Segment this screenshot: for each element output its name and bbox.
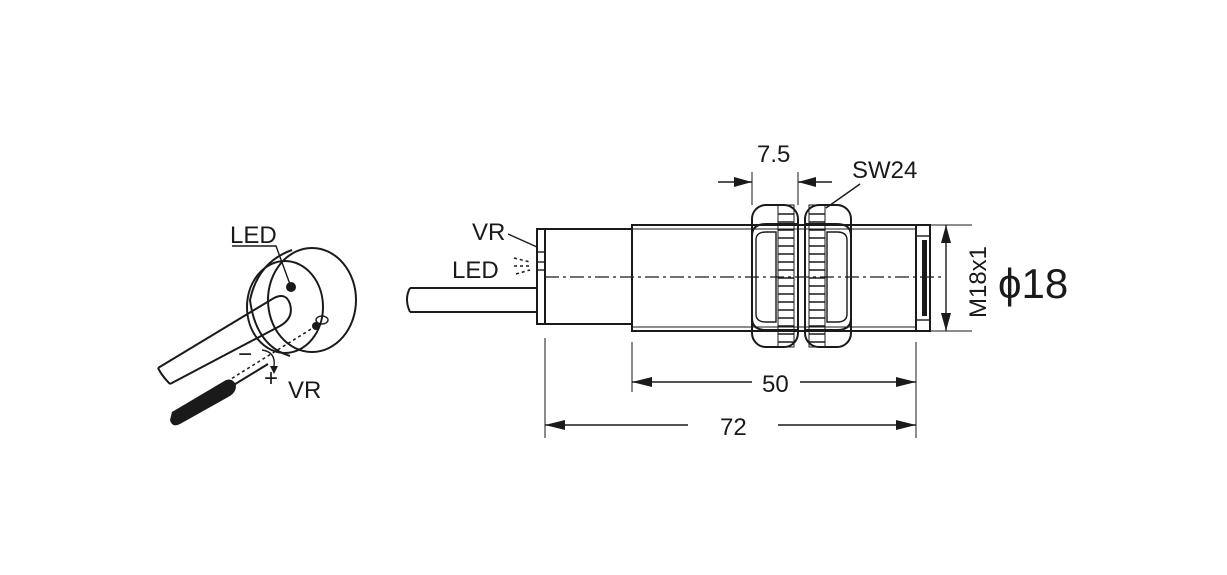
wrench-size-label: SW24 bbox=[852, 157, 917, 184]
cable-end bbox=[157, 367, 171, 385]
plus-sign: + bbox=[264, 365, 278, 392]
nut-left bbox=[751, 204, 799, 348]
arrow-icon bbox=[545, 420, 565, 430]
rear-body bbox=[545, 228, 632, 325]
front-face bbox=[915, 224, 931, 332]
arrow-icon bbox=[896, 377, 916, 387]
led-leader bbox=[232, 245, 292, 288]
cable-break bbox=[406, 287, 411, 313]
rotation-arrow-icon bbox=[270, 366, 278, 374]
screwdriver-shaft bbox=[231, 363, 269, 387]
side-led-label: LED bbox=[452, 257, 499, 284]
left-vr-label: VR bbox=[288, 377, 321, 404]
arrow-icon bbox=[941, 313, 951, 331]
threaded-body bbox=[631, 224, 917, 332]
arrow-icon bbox=[941, 225, 951, 243]
thread-label: M18x1 bbox=[965, 246, 992, 318]
side-view: VR LED 7.5 SW24 M18x1 ϕ18 50 bbox=[406, 141, 1068, 441]
arrow-icon bbox=[896, 420, 916, 430]
side-vr-label: VR bbox=[472, 219, 505, 246]
nut-width-dim: 7.5 bbox=[757, 141, 790, 168]
vr-leader bbox=[507, 233, 538, 248]
arrow-icon bbox=[734, 177, 752, 187]
arrow-icon bbox=[632, 377, 652, 387]
screwdriver-icon bbox=[170, 379, 236, 426]
rotation-arc bbox=[261, 349, 275, 367]
vr-knob bbox=[315, 315, 329, 325]
minus-sign: − bbox=[238, 341, 252, 368]
diameter-label: ϕ18 bbox=[998, 260, 1068, 307]
head-face bbox=[248, 249, 293, 357]
head-rim bbox=[267, 247, 357, 353]
rear-cap bbox=[536, 228, 546, 325]
head-face-outline bbox=[246, 260, 324, 354]
body-length-dim: 50 bbox=[762, 371, 789, 398]
perspective-view: LED − + VR bbox=[157, 222, 357, 426]
total-length-dim: 72 bbox=[720, 414, 747, 441]
arrow-icon bbox=[798, 177, 816, 187]
led-rays-icon bbox=[513, 257, 531, 275]
wrench-leader bbox=[825, 183, 861, 209]
left-led-label: LED bbox=[230, 222, 277, 249]
nut-right bbox=[804, 204, 852, 348]
cable bbox=[157, 295, 292, 385]
